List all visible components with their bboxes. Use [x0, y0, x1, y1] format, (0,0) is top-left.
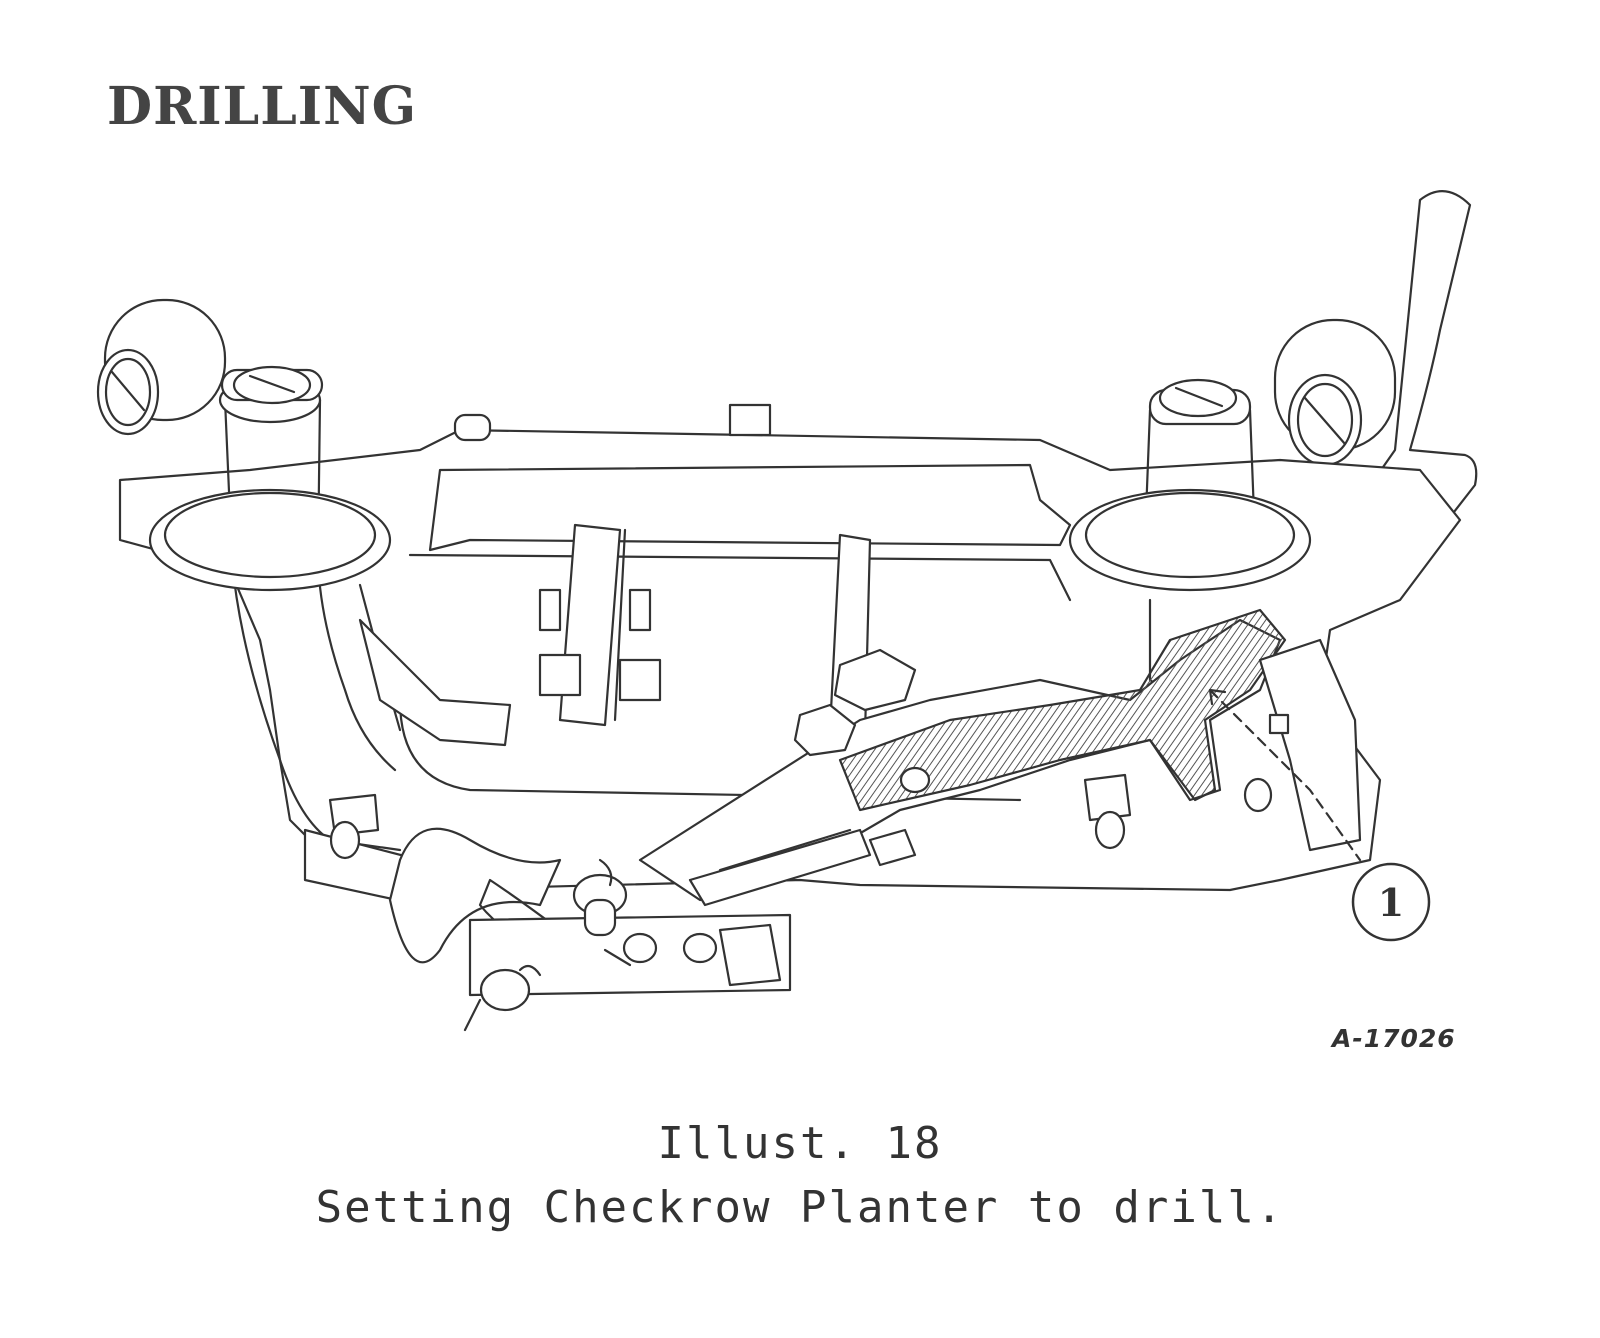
pin-icon [572, 858, 632, 967]
right-seed-tube-icon [1068, 378, 1312, 702]
leader-line [1208, 688, 1362, 862]
callout-number: 1 [1378, 880, 1404, 925]
figure-code: A-17026 [1332, 1024, 1456, 1053]
lever-icon [1358, 190, 1478, 542]
section-heading: DRILLING [107, 76, 418, 137]
callout-marker: 1 [1351, 862, 1431, 942]
left-seed-tube-icon [148, 365, 402, 852]
hex-nut-icon [793, 703, 857, 757]
left-roller-icon [96, 298, 227, 436]
hatched-blade-icon [838, 608, 1287, 812]
right-roller-icon [1273, 318, 1397, 467]
hex-nut-icon [833, 648, 917, 712]
caption-title: Illust. 18 [657, 1118, 943, 1169]
caption-text: Setting Checkrow Planter to drill. [315, 1182, 1285, 1233]
pin-icon [463, 964, 542, 1032]
